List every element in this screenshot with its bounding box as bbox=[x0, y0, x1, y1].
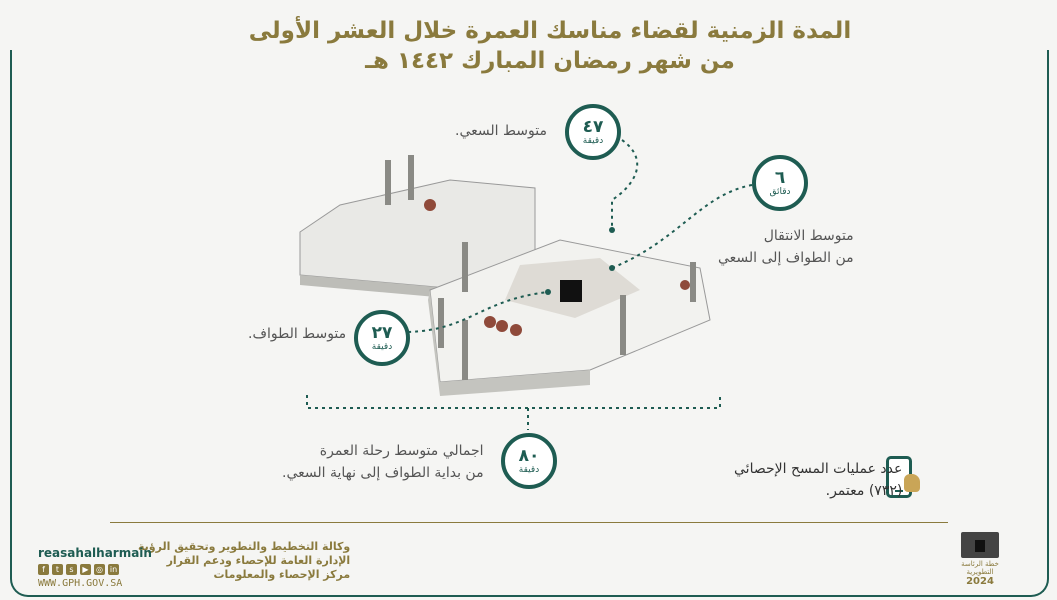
total-label-line2: من بداية الطواف إلى نهاية السعي. bbox=[282, 465, 484, 481]
page-title-line2: من شهر رمضان المبارك ١٤٤٢ هـ bbox=[365, 48, 735, 74]
social-handle[interactable]: reasahalharmain bbox=[38, 546, 152, 560]
sai-value: ٤٧ bbox=[582, 117, 604, 137]
website-link[interactable]: WWW.GPH.GOV.SA bbox=[38, 578, 123, 589]
logo-year: 2024 bbox=[966, 576, 994, 587]
total-value: ٨٠ bbox=[518, 446, 540, 466]
transfer-label-line1: متوسط الانتقال bbox=[763, 228, 854, 244]
instagram-icon[interactable]: ◎ bbox=[94, 564, 105, 575]
page-frame bbox=[10, 50, 1049, 597]
linkedin-icon[interactable]: in bbox=[108, 564, 119, 575]
org-line1: وكالة التخطيط والتطوير وتحقيق الرؤية bbox=[138, 540, 351, 553]
total-label: اجمالي متوسط رحلة العمرة من بداية الطواف… bbox=[282, 440, 484, 484]
logo-caption: خطة الرئاسة التطويرية bbox=[961, 560, 999, 576]
sai-label: متوسط السعي. bbox=[455, 123, 547, 139]
tawaf-timer-icon: ٢٧ دقيقة bbox=[354, 310, 410, 366]
survey-line1: عدد عمليات المسح الإحصائي bbox=[734, 461, 903, 477]
page-title-line1: المدة الزمنية لقضاء مناسك العمرة خلال ال… bbox=[248, 18, 852, 44]
survey-line2: (٧٣٢) معتمر. bbox=[825, 483, 903, 499]
transfer-unit: دقائق bbox=[769, 187, 791, 197]
org-line3: مركز الإحصاء والمعلومات bbox=[213, 568, 351, 581]
transfer-value: ٦ bbox=[774, 168, 786, 188]
kaaba-logo-icon bbox=[961, 532, 999, 558]
footer-divider bbox=[110, 522, 948, 523]
youtube-icon[interactable]: ▶ bbox=[80, 564, 91, 575]
tawaf-unit: دقيقة bbox=[371, 342, 393, 352]
sai-timer-icon: ٤٧ دقيقة bbox=[565, 104, 621, 160]
transfer-label: متوسط الانتقال من الطواف إلى السعي bbox=[718, 225, 854, 269]
transfer-label-line2: من الطواف إلى السعي bbox=[718, 250, 854, 266]
org-line2: الإدارة العامة للإحصاء ودعم القرار bbox=[166, 554, 351, 567]
facebook-icon[interactable]: f bbox=[38, 564, 49, 575]
presidency-logo: خطة الرئاسة التطويرية 2024 bbox=[955, 532, 1005, 590]
total-unit: دقيقة bbox=[518, 465, 540, 475]
social-icons: f t s ▶ ◎ in bbox=[38, 564, 119, 575]
transfer-timer-icon: ٦ دقائق bbox=[752, 155, 808, 211]
sai-unit: دقيقة bbox=[582, 136, 604, 146]
hand-icon bbox=[904, 474, 920, 492]
twitter-icon[interactable]: t bbox=[52, 564, 63, 575]
tawaf-label: متوسط الطواف. bbox=[248, 326, 347, 342]
tawaf-value: ٢٧ bbox=[371, 323, 393, 343]
survey-label: عدد عمليات المسح الإحصائي (٧٣٢) معتمر. bbox=[734, 458, 902, 502]
snapchat-icon[interactable]: s bbox=[66, 564, 77, 575]
org-block: وكالة التخطيط والتطوير وتحقيق الرؤية الإ… bbox=[138, 540, 350, 582]
total-label-line1: اجمالي متوسط رحلة العمرة bbox=[319, 443, 484, 459]
total-timer-icon: ٨٠ دقيقة bbox=[501, 433, 557, 489]
